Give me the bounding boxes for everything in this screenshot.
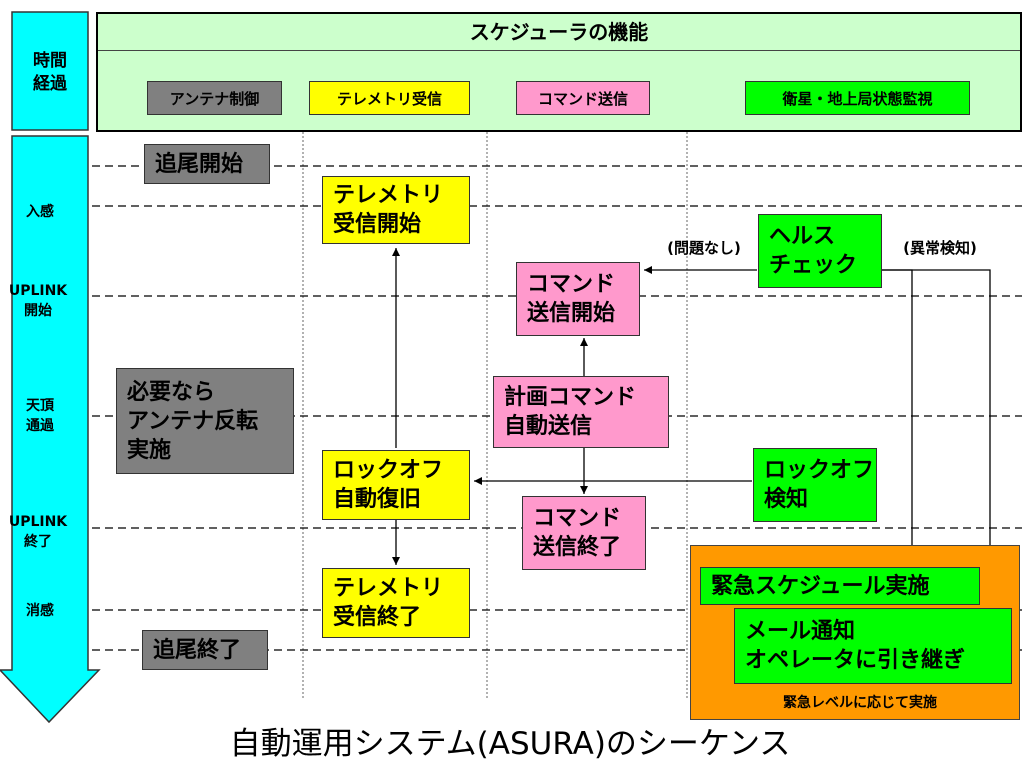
time-axis-head bbox=[11, 11, 89, 131]
planned-command-box: 計画コマンド 自動送信 bbox=[493, 376, 669, 448]
column-telemetry: テレメトリ受信 bbox=[309, 81, 470, 115]
anomaly-label: (異常検知) bbox=[903, 239, 977, 257]
command-start-box: コマンド 送信開始 bbox=[516, 262, 640, 336]
no-problem-label: (問題なし) bbox=[667, 239, 741, 257]
telemetry-end-box: テレメトリ 受信終了 bbox=[322, 568, 470, 638]
time-event-label: 消感 bbox=[26, 603, 54, 619]
mail-notify-box: メール通知 オペレータに引き継ぎ bbox=[734, 608, 1012, 684]
tracking-start-box: 追尾開始 bbox=[144, 144, 270, 184]
antenna-reverse-box: 必要なら アンテナ反転 実施 bbox=[116, 368, 294, 474]
time-axis-arrow bbox=[0, 135, 101, 724]
tracking-end-box: 追尾終了 bbox=[142, 630, 268, 670]
column-monitoring: 衛星・地上局状態監視 bbox=[745, 81, 970, 115]
health-check-box: ヘルス チェック bbox=[758, 214, 882, 288]
diagram-caption: 自動運用システム(ASURA)のシーケンス bbox=[229, 726, 791, 762]
time-event-label: 天頂 通過 bbox=[26, 398, 54, 434]
command-end-box: コマンド 送信終了 bbox=[522, 496, 646, 570]
telemetry-start-box: テレメトリ 受信開始 bbox=[322, 176, 470, 244]
lockoff-detect-box: ロックオフ 検知 bbox=[753, 448, 877, 522]
arrow-health-to-emergency bbox=[882, 269, 916, 565]
time-event-label: UPLINK 開始 bbox=[8, 283, 68, 319]
emergency-schedule-box: 緊急スケジュール実施 bbox=[700, 567, 980, 605]
lockoff-recovery-box: ロックオフ 自動復旧 bbox=[322, 450, 470, 520]
time-event-label: UPLINK 終了 bbox=[8, 514, 68, 550]
header-title: スケジューラの機能 bbox=[98, 14, 1020, 51]
time-event-label: 入感 bbox=[26, 204, 54, 220]
time-axis-title: 時間 経過 bbox=[33, 51, 67, 94]
column-command: コマンド送信 bbox=[516, 81, 650, 115]
arrow-health-to-mail bbox=[882, 269, 994, 606]
column-antenna: アンテナ制御 bbox=[147, 81, 282, 115]
emergency-caption: 緊急レベルに応じて実施 bbox=[783, 695, 937, 711]
